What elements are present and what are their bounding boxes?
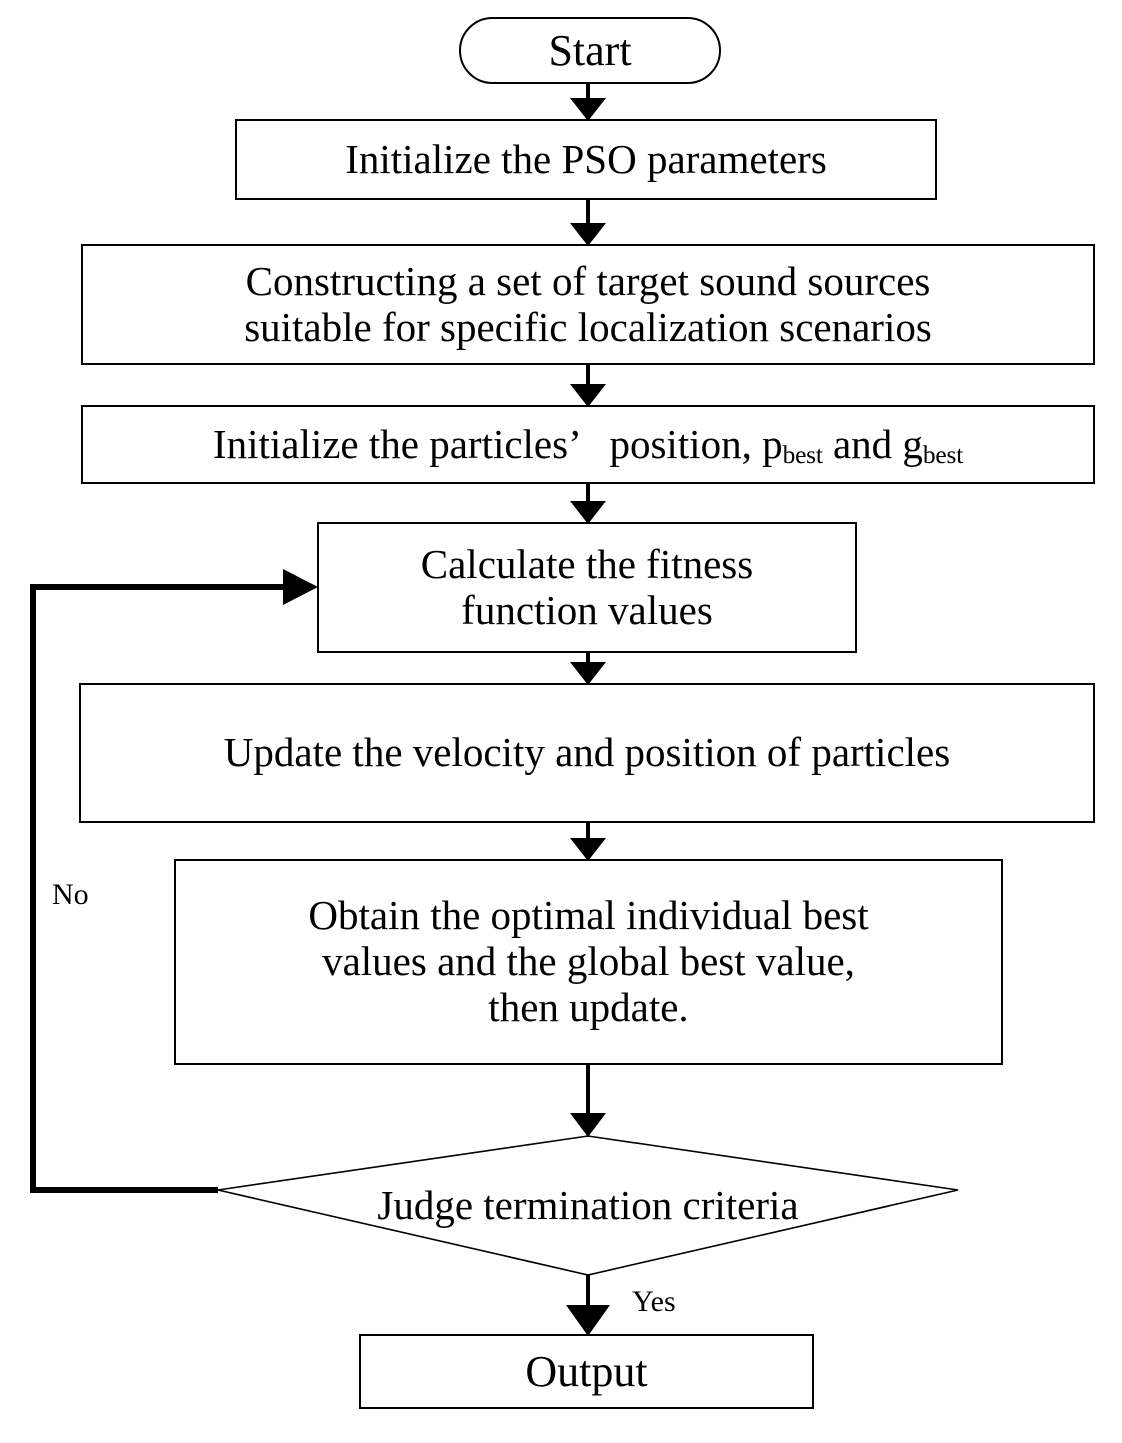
arrow-start-to-init-pso <box>570 98 606 121</box>
arrow-fitness-to-update-vp <box>570 662 606 685</box>
node-output-shape[interactable] <box>359 1334 814 1409</box>
arrow-obtain-to-judge <box>570 1113 606 1137</box>
node-start-shape[interactable] <box>459 17 721 84</box>
arrow-init-particles-to-fitness <box>570 501 606 524</box>
arrow-judge-to-output <box>566 1305 610 1336</box>
node-judge-shape[interactable] <box>217 1135 959 1276</box>
node-obtain-shape[interactable] <box>174 859 1003 1065</box>
edge-label-yes: Yes <box>632 1285 676 1318</box>
node-fitness-shape[interactable] <box>317 522 857 653</box>
node-init-particles-shape[interactable] <box>81 405 1095 484</box>
arrow-update-vp-to-obtain <box>570 838 606 861</box>
node-init-pso-shape[interactable] <box>235 119 937 200</box>
node-construct-shape[interactable] <box>81 244 1095 365</box>
edge-judge-to-fitness-loop <box>30 584 290 1193</box>
arrow-loop-to-fitness <box>283 569 318 605</box>
node-update-vp-shape[interactable] <box>79 683 1095 823</box>
arrow-construct-to-init-particles <box>570 384 606 407</box>
arrow-init-pso-to-construct <box>570 223 606 246</box>
edge-label-no: No <box>52 878 89 911</box>
